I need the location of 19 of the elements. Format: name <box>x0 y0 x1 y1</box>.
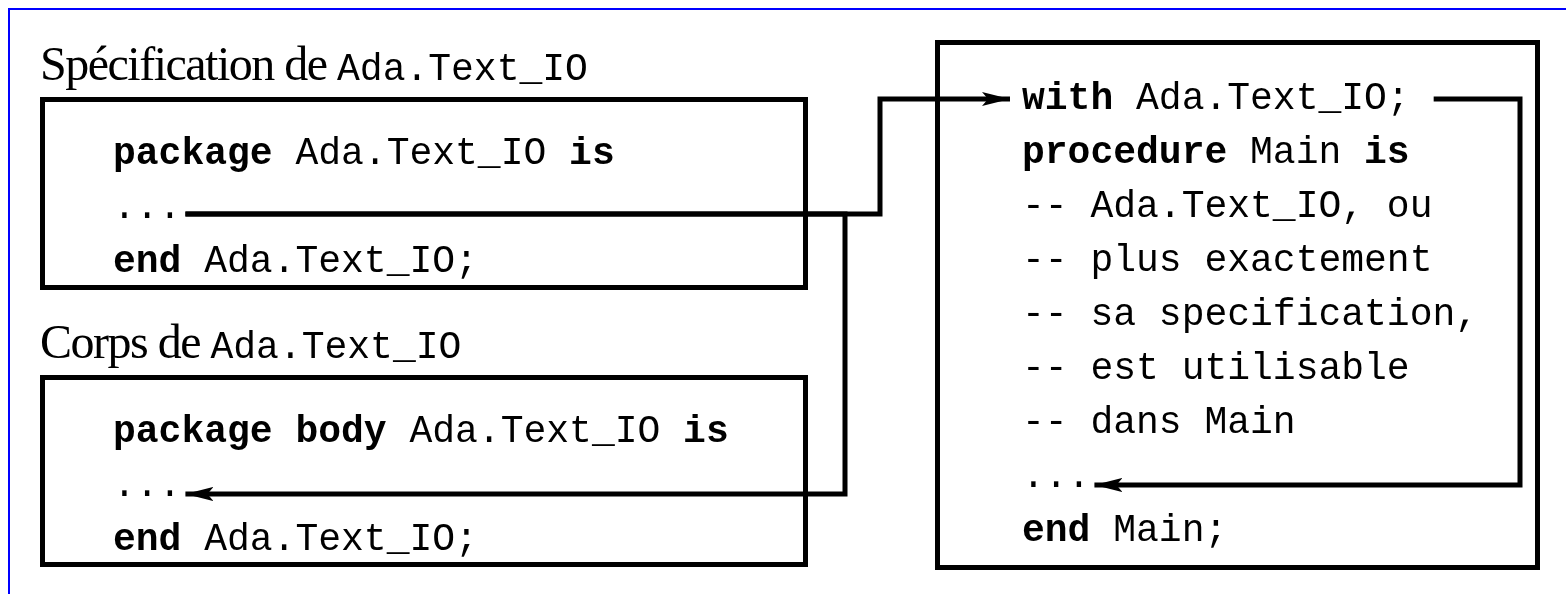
code-line: -- plus exactement <box>1022 239 1433 283</box>
code-line: ... <box>113 186 182 230</box>
code-line: procedure Main is <box>1022 131 1410 175</box>
code-line: -- Ada.Text_IO, ou <box>1022 185 1433 229</box>
code-line: -- est utilisable <box>1022 347 1410 391</box>
code-line: ... <box>1022 455 1091 499</box>
code-line: end Ada.Text_IO; <box>113 240 478 284</box>
code-line: package Ada.Text_IO is <box>113 132 615 176</box>
code-line: -- dans Main <box>1022 401 1296 445</box>
code-line: package body Ada.Text_IO is <box>113 410 729 454</box>
code-line: with Ada.Text_IO; <box>1022 77 1410 121</box>
code-line: -- sa specification, <box>1022 293 1479 337</box>
arrow <box>185 211 848 501</box>
code-line: end Ada.Text_IO; <box>113 518 478 562</box>
code-line: end Main; <box>1022 509 1228 553</box>
panel-heading: Spécification de Ada.Text_IO <box>40 40 588 89</box>
arrow <box>1094 96 1523 492</box>
code-line: ... <box>113 464 182 508</box>
panel-heading: Corps de Ada.Text_IO <box>40 318 462 367</box>
